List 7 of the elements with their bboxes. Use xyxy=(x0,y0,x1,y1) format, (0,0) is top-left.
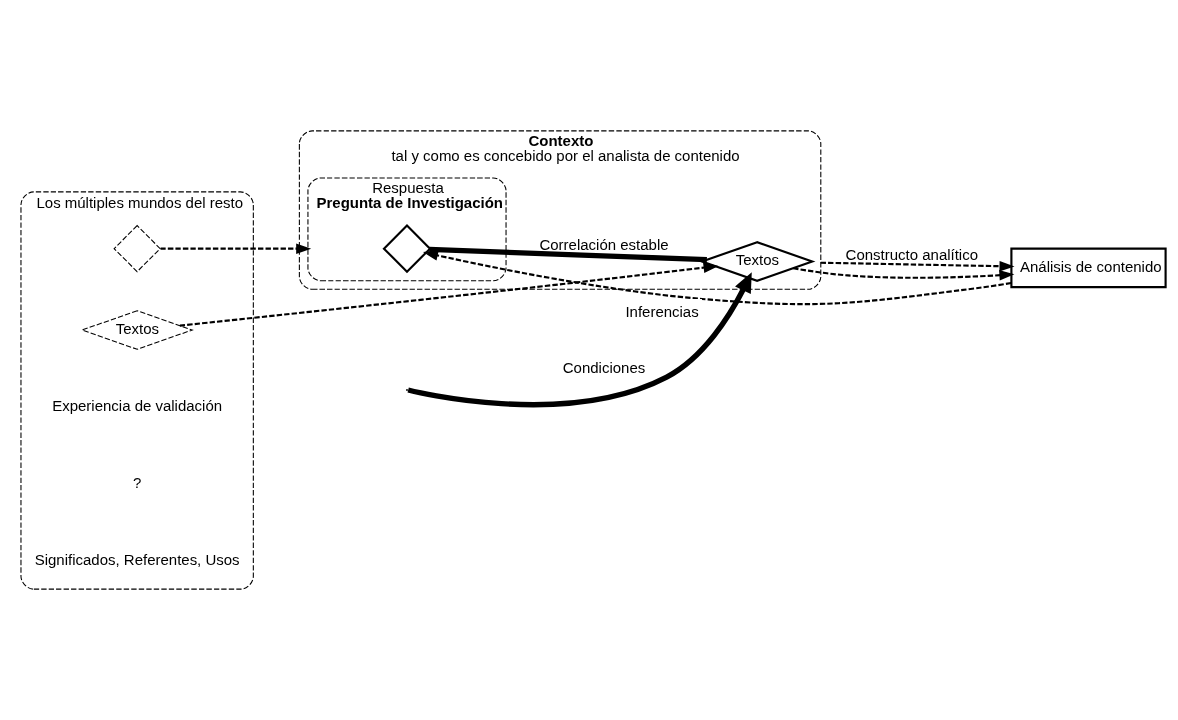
label: Experiencia de validación xyxy=(52,397,223,415)
edge-label: Constructo analítico xyxy=(845,245,979,263)
edge-label: Condiciones xyxy=(562,359,646,377)
edge-label: Inferencias xyxy=(625,302,699,320)
edge-label: Correlación estable xyxy=(539,235,669,253)
label: Significados, Referentes, Usos xyxy=(34,551,240,569)
label: ? xyxy=(132,474,142,492)
